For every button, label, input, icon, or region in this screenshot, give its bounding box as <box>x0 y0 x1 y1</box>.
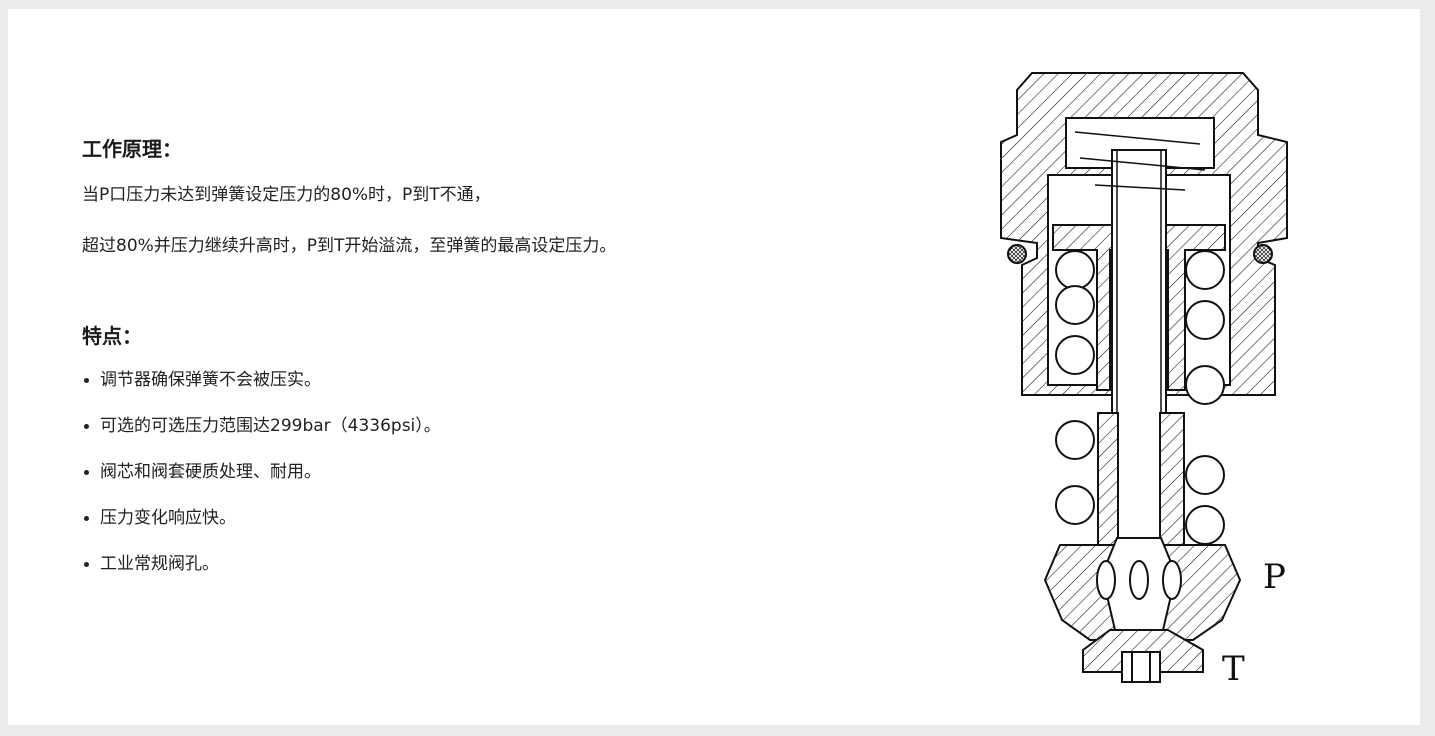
bullet-dot <box>84 378 89 383</box>
bullet-dot <box>84 470 89 475</box>
o-ring-left <box>1007 244 1027 264</box>
valve-cross-section-diagram: P T <box>1000 72 1288 689</box>
feature-item: 阀芯和阀套硬质处理、耐用。 <box>82 454 441 500</box>
principle-line-1: 当P口压力未达到弹簧设定压力的80%时，P到T不通， <box>82 185 491 205</box>
valve-sleeve <box>1097 412 1119 556</box>
feature-item: 工业常规阀孔。 <box>82 546 441 592</box>
principle-line-2: 超过80%并压力继续升高时，P到T开始溢流，至弹簧的最高设定压力。 <box>82 236 617 256</box>
features-list: 调节器确保弹簧不会被压实。 可选的可选压力范围达299bar（4336psi）。… <box>82 362 441 592</box>
valve-stem <box>1111 149 1167 539</box>
principle-title: 工作原理： <box>82 137 182 161</box>
bullet-dot <box>84 424 89 429</box>
o-ring-right <box>1253 244 1273 264</box>
spring-coils <box>1055 250 1225 545</box>
feature-item: 调节器确保弹簧不会被压实。 <box>82 362 441 408</box>
port-p-label: P <box>1263 557 1286 597</box>
bullet-dot <box>84 516 89 521</box>
bullet-dot <box>84 562 89 567</box>
adjusting-plug <box>1052 224 1226 391</box>
feature-item: 可选的可选压力范围达299bar（4336psi）。 <box>82 408 441 454</box>
port-t-label: T <box>1222 649 1245 689</box>
features-title: 特点： <box>82 324 142 348</box>
feature-item: 压力变化响应快。 <box>82 500 441 546</box>
